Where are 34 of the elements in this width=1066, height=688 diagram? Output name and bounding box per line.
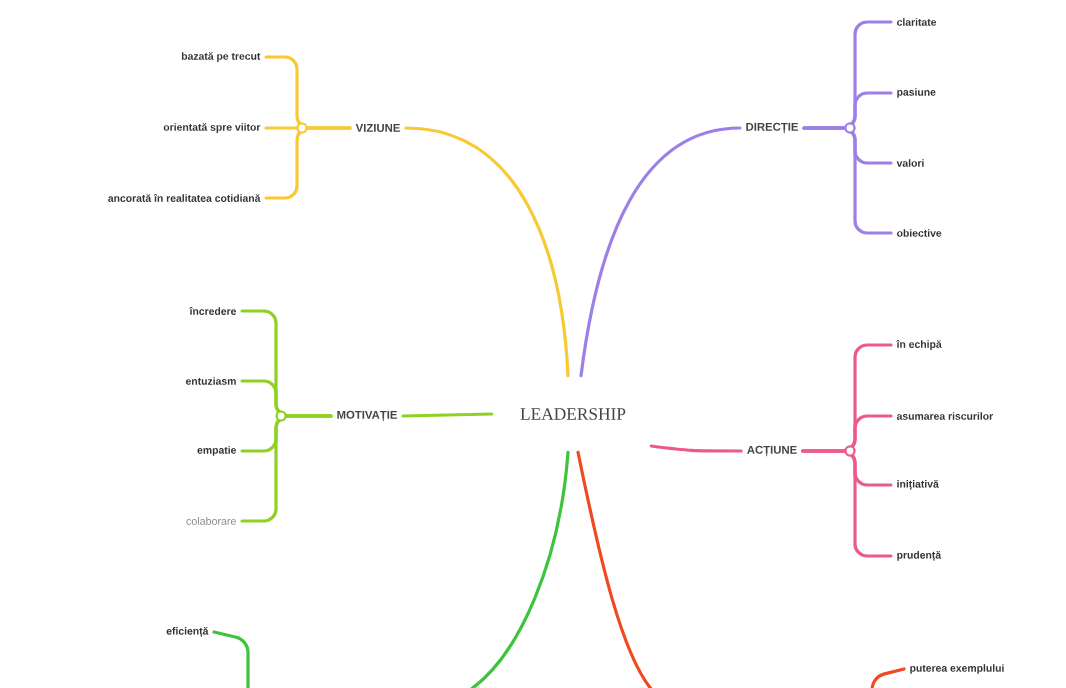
- branch-line: [649, 444, 743, 453]
- leaf-label: asumarea riscurilor: [896, 412, 993, 420]
- leaf-label: empatie: [197, 446, 237, 456]
- leaf-label: bazată pe trecut: [181, 52, 261, 62]
- branch-label: DIRECȚIE: [746, 122, 798, 134]
- central-topic: LEADERSHIP: [520, 408, 626, 420]
- branch-line: [404, 126, 570, 378]
- leaf-label: colaborare: [186, 517, 236, 525]
- leaf-label: eficiență: [166, 627, 209, 637]
- brace-line: [870, 667, 906, 688]
- branch-line: [468, 450, 570, 688]
- brace-line: [801, 449, 893, 558]
- branch-line: [576, 450, 654, 688]
- leaf-label: în echipă: [896, 340, 942, 350]
- leaf-label: încredere: [189, 307, 237, 315]
- leaf-label: prudență: [897, 551, 942, 561]
- leaf-label: valori: [896, 159, 924, 167]
- leaf-label: obiective: [897, 229, 942, 237]
- brace-line: [802, 126, 893, 235]
- leaf-label: ancorată în realitatea cotidiană: [108, 194, 261, 202]
- branch-label: ACȚIUNE: [747, 445, 797, 457]
- leaf-label: entuziasm: [185, 377, 236, 385]
- leaf-label: inițiativă: [897, 480, 939, 490]
- brace-line: [240, 414, 333, 523]
- leaf-label: orientată spre viitor: [163, 123, 261, 133]
- leaf-label: puterea exemplului: [910, 664, 1004, 674]
- branch-label: VIZIUNE: [355, 124, 400, 132]
- branch-line: [401, 412, 494, 418]
- brace-line: [264, 126, 352, 200]
- branch-label: MOTIVAȚIE: [337, 410, 397, 422]
- branch-line: [579, 126, 742, 378]
- leaf-label: claritate: [897, 18, 937, 26]
- brace-line: [212, 630, 250, 688]
- leaf-label: pasiune: [897, 88, 936, 98]
